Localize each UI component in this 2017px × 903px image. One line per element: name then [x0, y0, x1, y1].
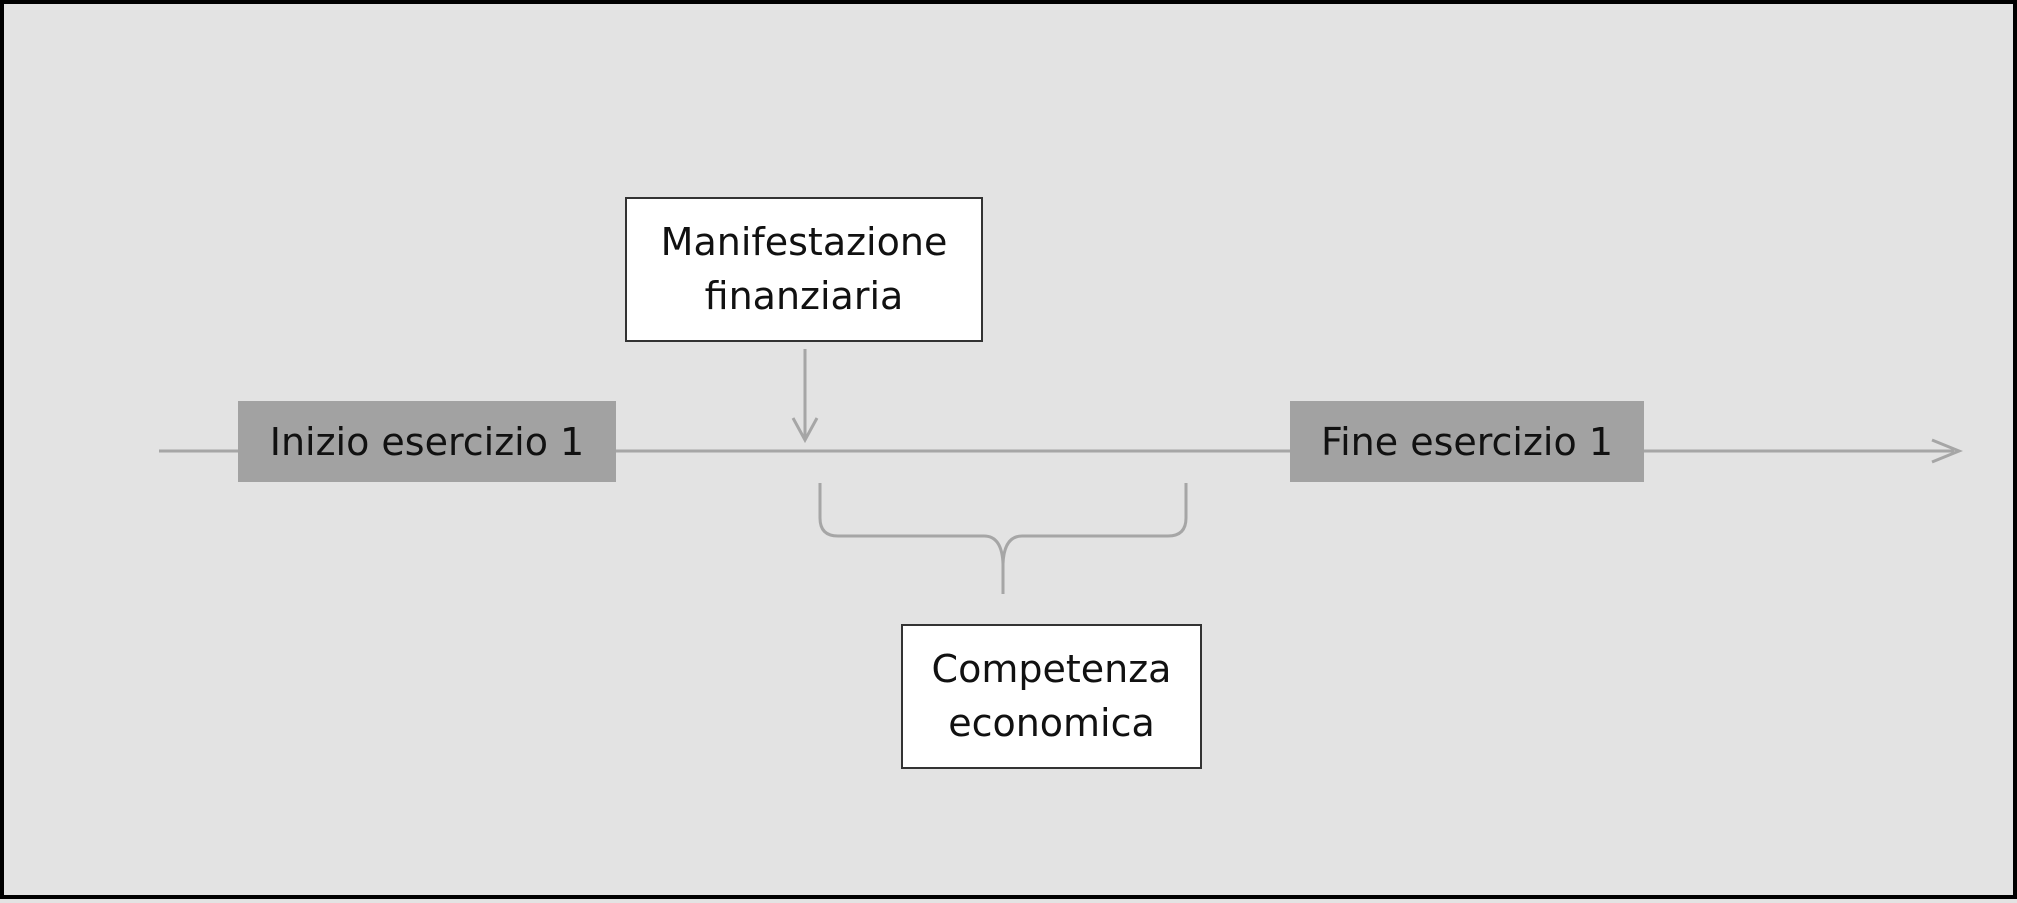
- competence-brace: [818, 483, 1188, 594]
- timeline-arrowhead: [1931, 438, 1963, 464]
- economic-competence-box: Competenza economica: [901, 624, 1202, 769]
- start-period-label: Inizio esercizio 1: [238, 401, 616, 482]
- end-period-label: Fine esercizio 1: [1290, 401, 1644, 482]
- financial-manifestation-box: Manifestazione finanziaria: [625, 197, 983, 342]
- financial-arrowhead: [791, 417, 819, 444]
